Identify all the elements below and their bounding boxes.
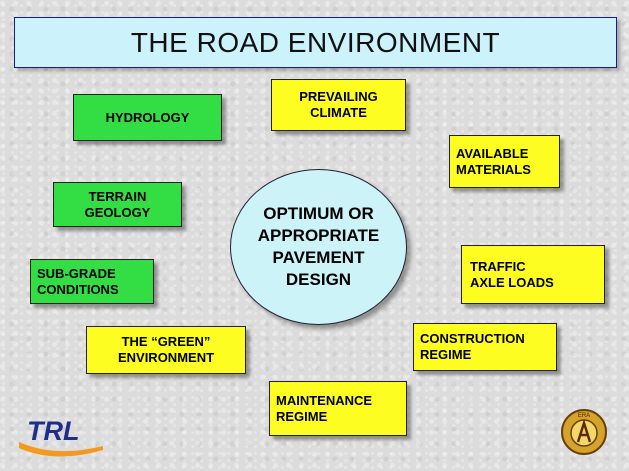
factor-line: THE “GREEN” <box>121 334 211 349</box>
factor-maintenance-regime: MAINTENANCE REGIME <box>269 381 407 436</box>
factor-line: TRAFFIC <box>470 258 526 274</box>
factor-subgrade-conditions: SUB-GRADE CONDITIONS <box>30 259 154 304</box>
factor-green-environment: THE “GREEN” ENVIRONMENT <box>86 326 246 374</box>
factor-line: GEOLOGY <box>84 204 151 220</box>
factor-line: MATERIALS <box>456 161 531 177</box>
central-goal-ellipse: OPTIMUM OR APPROPRIATE PAVEMENT DESIGN <box>230 169 407 325</box>
slide-title: THE ROAD ENVIRONMENT <box>14 17 617 68</box>
factor-line: CONSTRUCTION <box>420 331 525 346</box>
factor-line: REGIME <box>420 347 472 362</box>
factor-construction-regime: CONSTRUCTION REGIME <box>413 323 557 371</box>
factor-terrain-geology: TERRAIN GEOLOGY <box>53 182 182 227</box>
factor-line: PREVAILING <box>299 89 378 104</box>
center-line: DESIGN <box>285 270 352 289</box>
factor-prevailing-climate: PREVAILING CLIMATE <box>271 79 406 131</box>
center-line: APPROPRIATE <box>257 226 380 245</box>
factor-line: MAINTENANCE <box>276 392 373 408</box>
factor-line: HYDROLOGY <box>105 109 190 125</box>
trl-logo-text: TRL <box>27 416 79 446</box>
factor-traffic-axle-loads: TRAFFIC AXLE LOADS <box>461 245 605 304</box>
factor-line: TERRAIN <box>88 188 147 204</box>
factor-line: AVAILABLE <box>456 145 529 161</box>
seal-text: ERA <box>578 413 590 419</box>
factor-hydrology: HYDROLOGY <box>73 94 222 141</box>
era-seal-logo: ERA <box>561 409 607 455</box>
factor-line: AXLE LOADS <box>470 274 554 290</box>
center-line: OPTIMUM OR <box>263 204 374 223</box>
factor-line: ENVIRONMENT <box>117 350 215 365</box>
factor-line: SUB-GRADE <box>37 265 116 281</box>
factor-line: CONDITIONS <box>37 281 119 297</box>
factor-line: CLIMATE <box>310 105 367 120</box>
trl-logo: TRL <box>19 416 103 457</box>
factor-line: REGIME <box>276 408 328 424</box>
factor-available-materials: AVAILABLE MATERIALS <box>449 135 560 188</box>
center-line: PAVEMENT <box>272 248 365 267</box>
